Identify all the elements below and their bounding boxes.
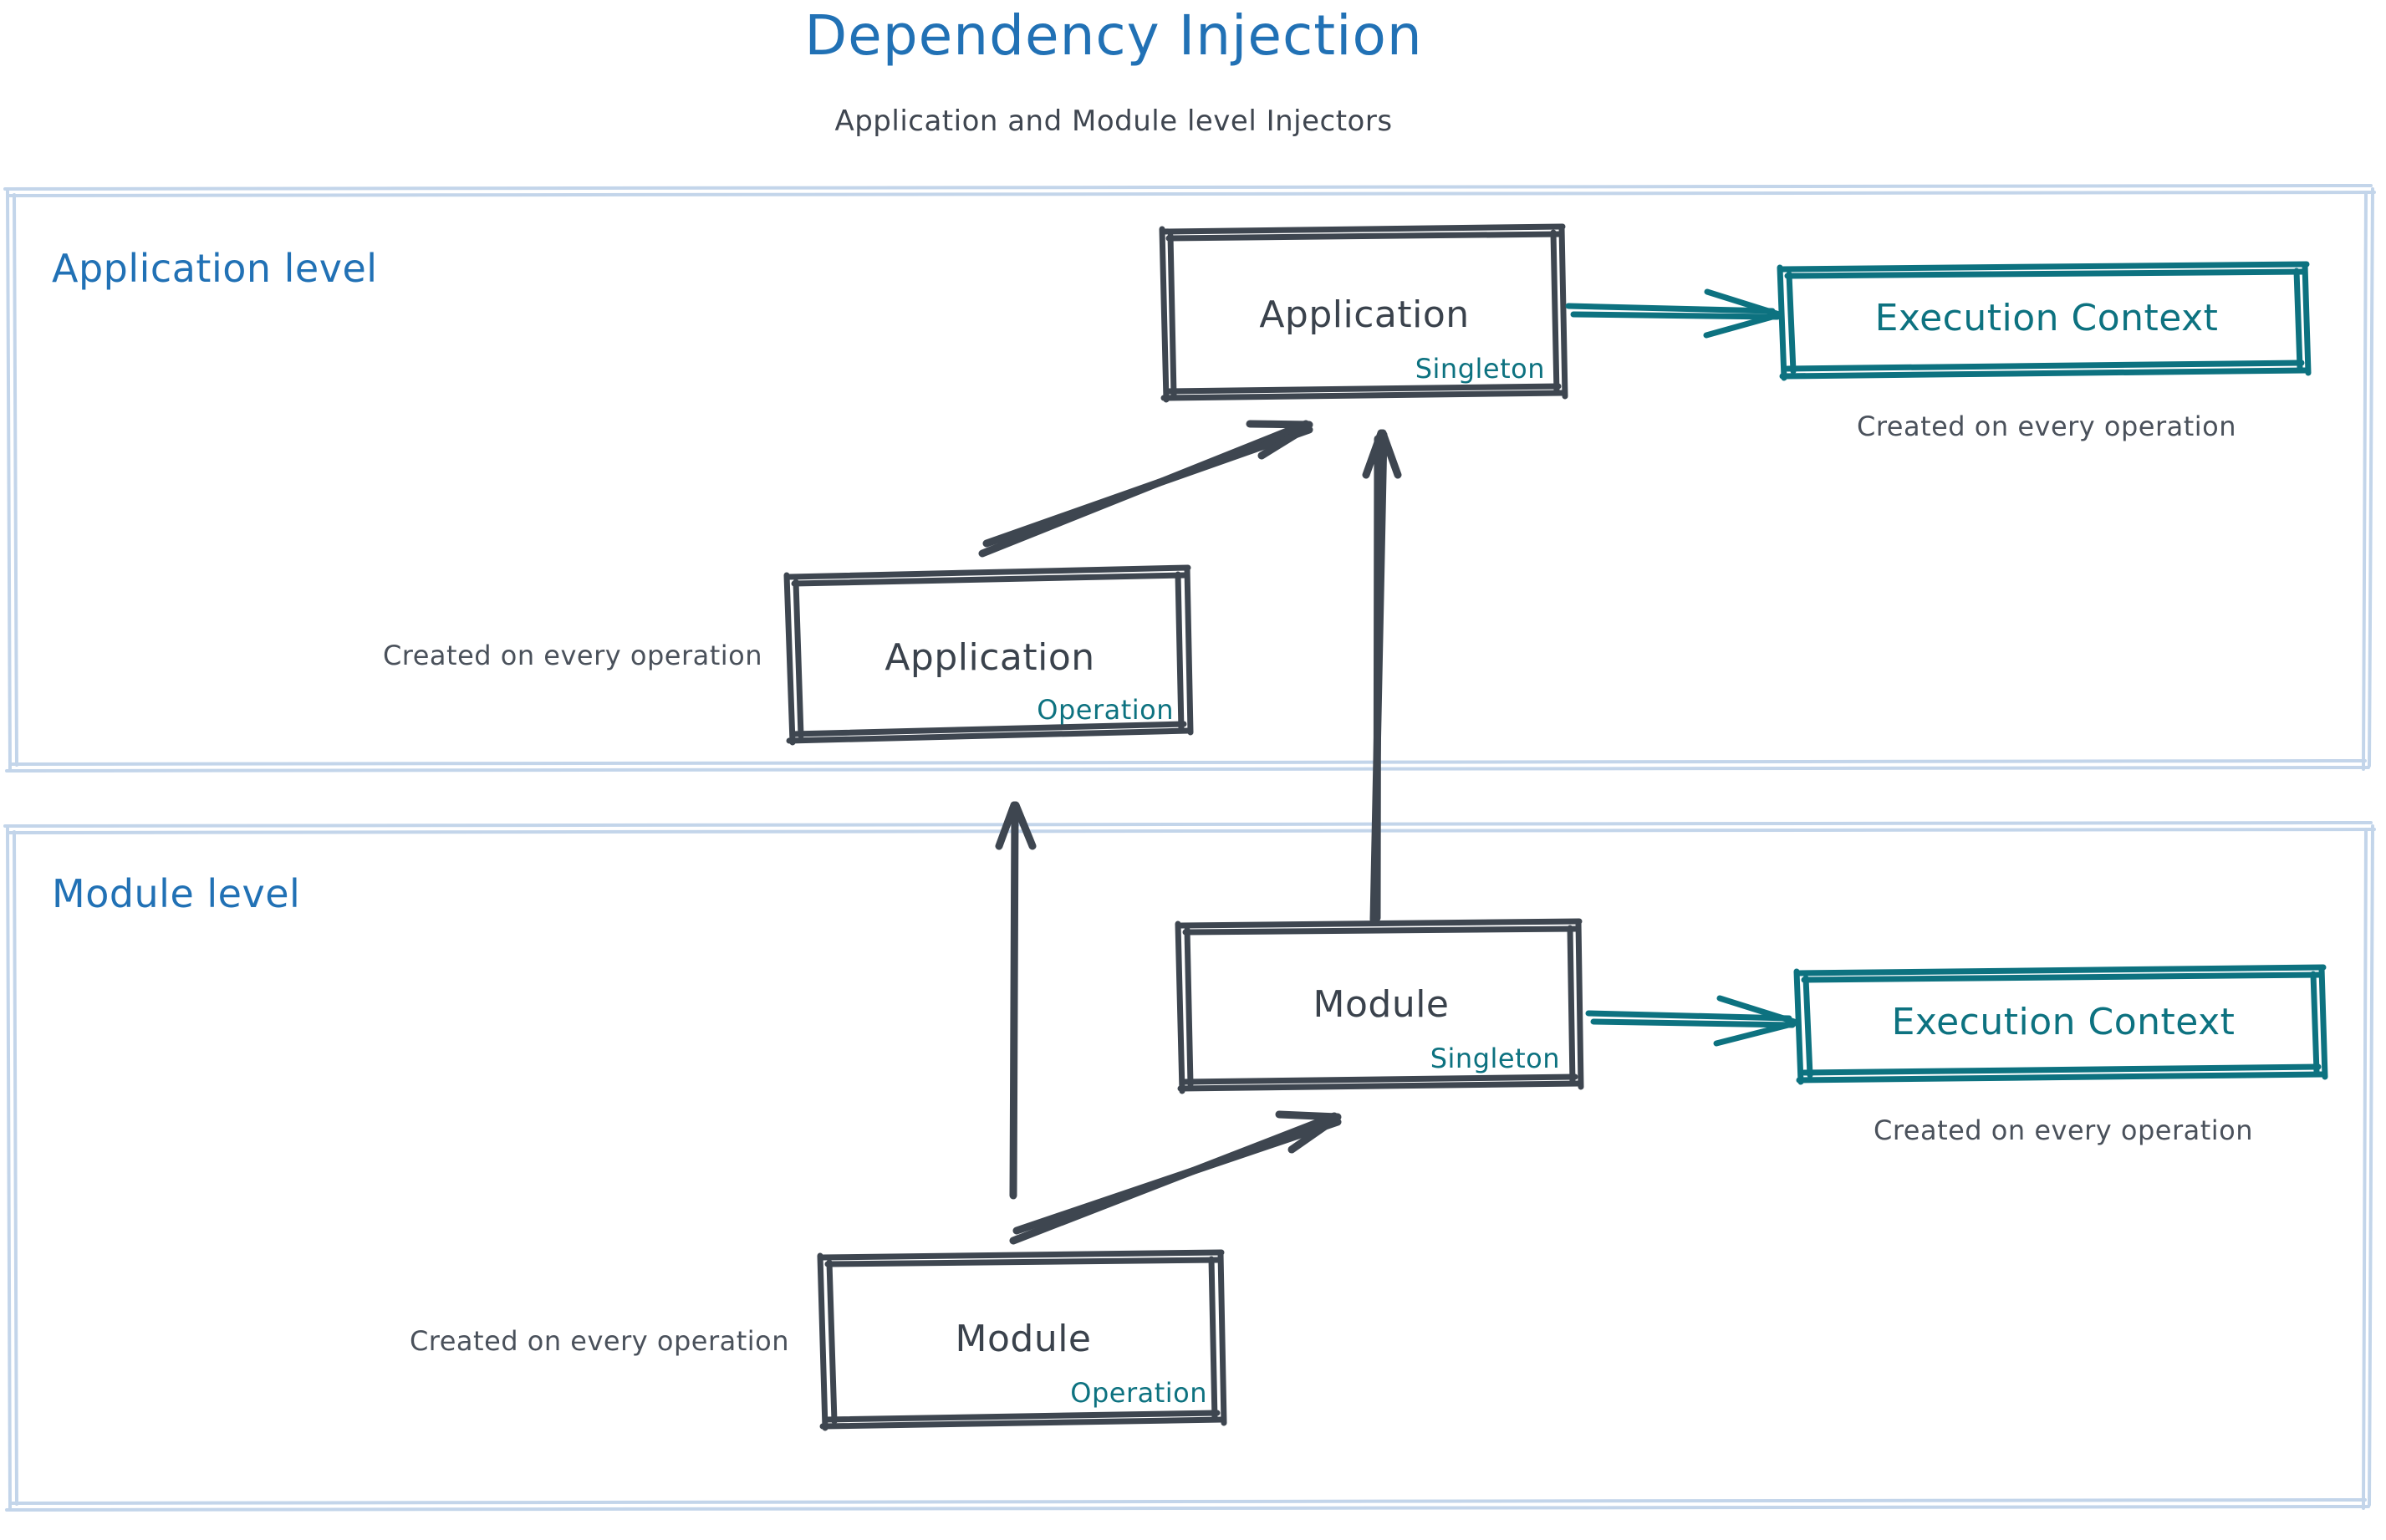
node-box-module-operation[interactable] — [817, 1249, 1227, 1431]
edge-module-singleton-to-exec-context — [1585, 995, 1798, 1047]
caption-application-execution-context: Created on every operation — [1856, 410, 2237, 442]
node-title-module-singleton: Module — [1313, 983, 1450, 1026]
edge-module-operation-to-module-singleton — [1009, 1110, 1342, 1245]
node-title-application-execution-context: Execution Context — [1874, 297, 2219, 339]
node-scope-application-operation: Operation — [1037, 694, 1174, 726]
panel-frame-module-level — [3, 821, 2376, 1512]
page-subtitle: Application and Module level Injectors — [834, 105, 1393, 138]
caption-module-operation: Created on every operation — [409, 1325, 789, 1357]
node-scope-module-singleton: Singleton — [1430, 1043, 1560, 1074]
node-box-module-singleton[interactable] — [1175, 918, 1584, 1094]
edge-app-singleton-to-exec-context — [1565, 288, 1782, 339]
edge-module-singleton-to-app-singleton — [1362, 429, 1402, 924]
panel-label-application-level: Application level — [52, 246, 378, 291]
node-title-application-operation: Application — [885, 636, 1095, 679]
node-box-application-operation[interactable] — [783, 564, 1194, 746]
page-title: Dependency Injection — [804, 3, 1423, 68]
node-box-module-execution-context[interactable] — [1793, 964, 2328, 1085]
panel-label-module-level: Module level — [52, 871, 301, 916]
caption-application-operation: Created on every operation — [382, 640, 762, 671]
edge-app-operation-to-app-singleton — [978, 420, 1313, 558]
edge-module-operation-to-app-operation — [995, 801, 1037, 1200]
node-box-application-execution-context[interactable] — [1777, 261, 2312, 381]
node-title-module-execution-context: Execution Context — [1891, 1001, 2236, 1043]
node-scope-application-singleton: Singleton — [1415, 353, 1545, 385]
caption-module-execution-context: Created on every operation — [1873, 1114, 2254, 1146]
node-box-application-singleton[interactable] — [1159, 223, 1568, 403]
node-scope-module-operation: Operation — [1070, 1377, 1207, 1409]
node-title-module-operation: Module — [955, 1318, 1092, 1360]
node-title-application-singleton: Application — [1259, 293, 1470, 336]
panel-frame-application-level — [3, 184, 2376, 773]
